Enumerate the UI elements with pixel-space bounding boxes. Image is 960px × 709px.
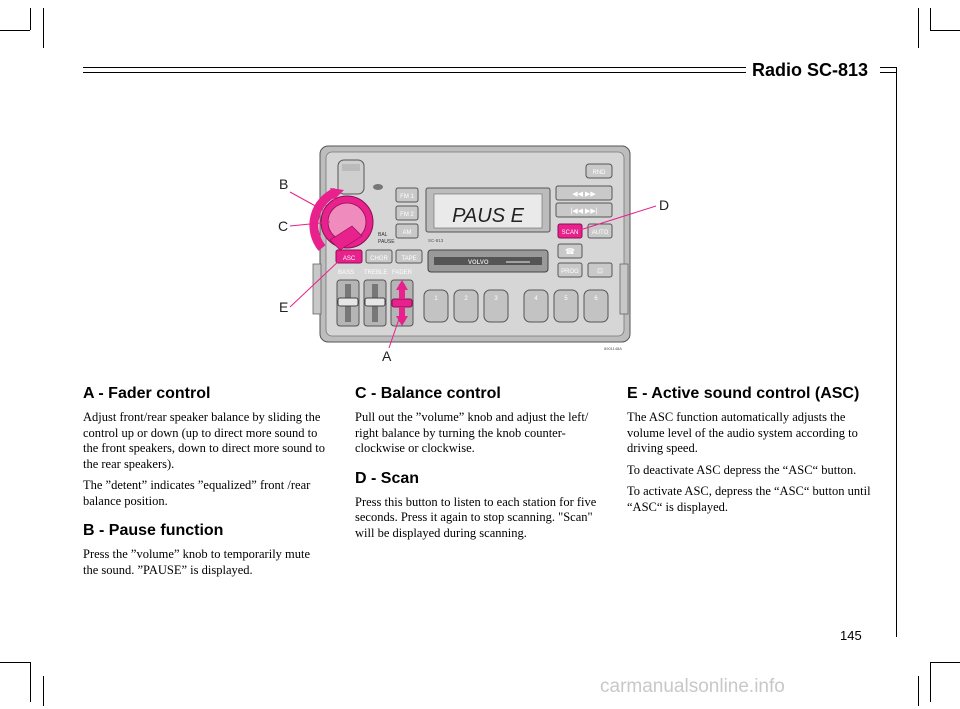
column-left: A - Fader control Adjust front/rear spea… [83, 384, 328, 584]
preset-button [523, 289, 549, 323]
preset-label: 4 [534, 296, 538, 302]
column-middle: C - Balance control Pull out the ”volume… [355, 384, 600, 547]
model-label: SC-813 [428, 238, 444, 243]
seek-forward-button [555, 185, 613, 201]
preset-buttons: 1 2 3 4 5 6 [423, 289, 609, 323]
rnd-label: RND [593, 170, 607, 176]
preset-label: 6 [594, 296, 598, 302]
margin-rule [896, 67, 897, 637]
section-e-text-1: The ASC function automatically adjusts t… [627, 410, 858, 455]
seek-skip-button [555, 202, 613, 218]
fm1-label: FM 1 [400, 194, 414, 200]
section-heading-d: D - Scan [355, 469, 420, 487]
page-number: 145 [840, 628, 862, 643]
callout-a: A [382, 348, 392, 364]
am-label: AM [403, 230, 412, 236]
dolby-icon: ⊡ [597, 268, 603, 275]
prog-button [557, 262, 583, 278]
leader-line-c [289, 221, 331, 227]
section-e-text-2: To deactivate ASC depress the “ASC“ butt… [627, 462, 857, 477]
crop-mark [0, 662, 30, 663]
prog-label: PROG [561, 269, 579, 275]
callout-d: D [659, 197, 669, 213]
radio-illustration: BAL PAUSE FM 1 FM 2 AM PAUS E SC-813 VOL… [278, 145, 669, 364]
crop-mark [918, 676, 919, 706]
fader-label: FADER [392, 270, 413, 276]
leader-line-a [388, 315, 401, 349]
page-title: Radio SC-813 [752, 60, 869, 80]
auto-label: AUTO [592, 230, 609, 236]
crop-mark [30, 662, 31, 702]
brand-label: VOLVO [468, 260, 489, 266]
watermark-link[interactable]: carmanualsonline.info [600, 676, 785, 697]
preset-button [553, 289, 579, 323]
leader-line-e [289, 257, 343, 308]
section-e-text-3: To activate ASC, depress the “ASC“ butto… [627, 484, 871, 514]
crop-mark [918, 8, 919, 48]
rnd-button [585, 163, 613, 179]
section-heading-c: C - Balance control [355, 385, 501, 402]
bass-label: BASS [338, 270, 354, 276]
scan-label: SCAN [562, 230, 579, 236]
section-d-text-1: Press this button to listen to each stat… [355, 494, 597, 540]
lcd-text: PAUS E [452, 205, 525, 227]
section-heading-b: B - Pause function [83, 522, 224, 539]
section-a-text-1: Adjust front/rear speaker balance by sli… [83, 410, 325, 471]
skip-icon: |◀◀ ▶▶| [570, 208, 597, 215]
preset-label: 1 [434, 296, 438, 302]
header-rule [83, 67, 746, 68]
leader-line-b [289, 191, 331, 215]
section-c-text-1: Pull out the ”volume” knob and adjust th… [355, 410, 589, 455]
tape-label: TAPE [401, 256, 416, 262]
tape-button [395, 249, 423, 264]
preset-button [583, 289, 609, 323]
knob-label-bal: BAL [378, 232, 388, 238]
crop-mark [930, 8, 931, 30]
section-heading-e: E - Active sound control (ASC) [627, 385, 860, 402]
preset-label: 5 [564, 296, 568, 302]
header-rule [880, 67, 896, 68]
am-button [395, 223, 419, 239]
preset-label: 3 [494, 296, 498, 302]
scan-button [557, 223, 583, 239]
phone-icon: ☎ [565, 247, 575, 256]
callout-e: E [279, 299, 288, 315]
rotation-arrow [309, 187, 338, 251]
preset-button [423, 289, 449, 323]
crop-mark [0, 30, 30, 31]
knob-label-pause: PAUSE [378, 239, 395, 245]
seek-forward-icon: ◀◀ ▶▶ [572, 191, 596, 198]
dolby-button [587, 262, 613, 278]
fm2-label: FM 2 [400, 212, 414, 218]
chgr-button [365, 249, 393, 264]
callout-c: C [278, 218, 288, 234]
header-rule [83, 72, 746, 73]
crop-mark [43, 676, 44, 706]
fader-arrow-up [396, 280, 408, 290]
crop-mark [930, 662, 960, 663]
callout-b: B [279, 176, 288, 192]
preset-label: 2 [464, 296, 468, 302]
header-rule [880, 72, 896, 73]
leader-line-d [579, 205, 657, 231]
fm2-button [395, 205, 419, 221]
asc-button [335, 249, 363, 264]
pull-arrow [329, 225, 363, 251]
section-a-text-2: The ”detent” indicates ”equalized” front… [83, 478, 311, 508]
preset-button [483, 289, 509, 323]
fm1-button [395, 187, 419, 203]
preset-button [453, 289, 479, 323]
chgr-label: CHGR [370, 256, 388, 262]
treble-label: TREBLE [364, 270, 387, 276]
section-heading-a: A - Fader control [83, 385, 211, 402]
column-right: E - Active sound control (ASC) The ASC f… [627, 384, 872, 521]
phone-button [557, 243, 583, 259]
figure-code: 8901148A [604, 346, 622, 351]
crop-mark [930, 30, 960, 31]
section-b-text-1: Press the ”volume” knob to temporarily m… [83, 547, 311, 577]
crop-mark [30, 8, 31, 30]
asc-label: ASC [343, 256, 356, 262]
crop-mark [930, 662, 931, 702]
crop-mark [43, 8, 44, 48]
